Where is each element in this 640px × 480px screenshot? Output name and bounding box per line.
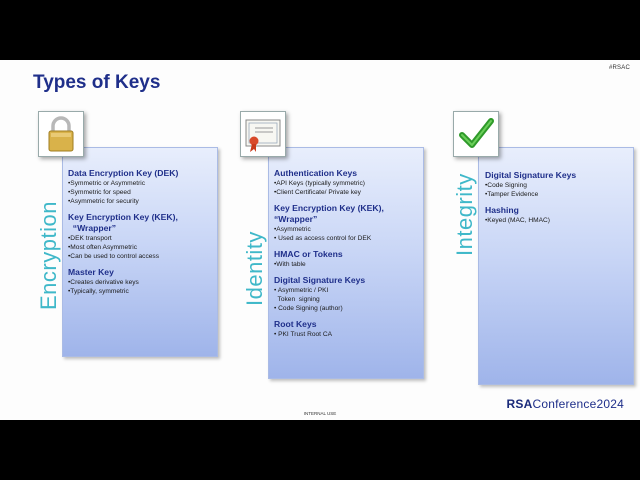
- footer-internal-use: INTERNAL USE: [303, 411, 337, 416]
- heading-kek-wrapper: “Wrapper”: [68, 223, 117, 233]
- heading-hashing: Hashing: [485, 205, 519, 215]
- heading-kek: Key Encryption Key (KEK),: [68, 212, 178, 222]
- panel-encryption: [62, 147, 218, 357]
- bullet: •Asymmetric: [274, 226, 311, 233]
- heading-kek: Key Encryption Key (KEK),: [274, 203, 384, 213]
- padlock-icon: [38, 111, 84, 157]
- bullet: •Client Certificate/ Private key: [274, 189, 361, 196]
- bullet: •Symmetric or Asymmetric: [68, 180, 146, 187]
- heading-digital-signature-keys: Digital Signature Keys: [485, 170, 577, 180]
- column-label-encryption: Encryption: [36, 201, 61, 310]
- hashtag-label: #RSAC: [608, 65, 630, 71]
- heading-dek: Data Encryption Key (DEK): [68, 168, 179, 178]
- column-label-integrity: Integrity: [452, 173, 477, 256]
- bullet: •Typically, symmetric: [68, 288, 129, 295]
- bullet: Token signing: [274, 296, 320, 303]
- content-encryption: Data Encryption Key (DEK) •Symmetric or …: [68, 168, 216, 296]
- certificate-icon: [240, 111, 286, 157]
- bullet: •Keyed (MAC, HMAC): [485, 217, 550, 224]
- heading-master-key: Master Key: [68, 267, 114, 277]
- bullet: •Tamper Evidence: [485, 191, 539, 198]
- checkmark-icon: [453, 111, 499, 157]
- bullet: •With table: [274, 261, 306, 268]
- bullet: • Code Signing (author): [274, 305, 343, 312]
- bullet: •Code Signing: [485, 182, 527, 189]
- bullet: •Creates derivative keys: [68, 279, 139, 286]
- column-label-identity: Identity: [242, 231, 267, 306]
- bullet: •Most often Asymmetric: [68, 244, 137, 251]
- slide-title: Types of Keys: [33, 72, 161, 93]
- panel-integrity: [478, 147, 634, 385]
- bullet: •DEK transport: [68, 235, 112, 242]
- bullet: •Symmetric for speed: [68, 189, 131, 196]
- heading-root-keys: Root Keys: [274, 319, 317, 329]
- logo-bold: RSA: [506, 397, 533, 411]
- bullet: • Used as access control for DEK: [274, 235, 372, 242]
- heading-kek-wrapper: “Wrapper”: [274, 214, 318, 224]
- content-identity: Authentication Keys •API Keys (typically…: [274, 168, 422, 339]
- heading-auth-keys: Authentication Keys: [274, 168, 358, 178]
- bullet: • Asymmetric / PKI: [274, 287, 329, 294]
- content-integrity: Digital Signature Keys •Code Signing •Ta…: [485, 170, 631, 225]
- bullet: •Can be used to control access: [68, 253, 160, 260]
- panel-identity: [268, 147, 424, 379]
- bullet: • PKI Trust Root CA: [274, 331, 333, 338]
- rsac-logo: RSAConference2024: [507, 397, 624, 411]
- slide: #RSAC Types of Keys Encryption Data Encr…: [0, 60, 640, 420]
- heading-hmac-tokens: HMAC or Tokens: [274, 249, 343, 259]
- bullet: •Asymmetric for security: [68, 198, 139, 205]
- heading-digital-signature-keys: Digital Signature Keys: [274, 275, 366, 285]
- logo-rest: Conference2024: [532, 397, 624, 411]
- bullet: •API Keys (typically symmetric): [274, 180, 365, 187]
